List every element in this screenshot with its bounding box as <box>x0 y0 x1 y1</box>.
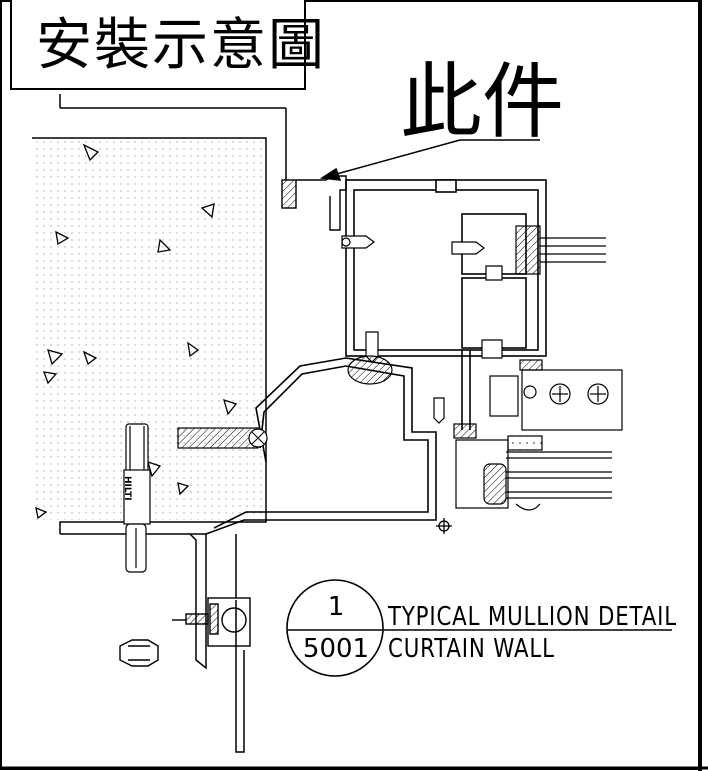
expansion-bolt <box>177 427 268 449</box>
detail-bubble <box>286 579 672 677</box>
transom <box>489 359 623 431</box>
centerline-markers <box>436 518 452 534</box>
detail-title: TYPICAL MULLION DETAIL <box>388 602 677 632</box>
concrete-slab <box>32 94 287 534</box>
lower-clip <box>172 597 251 647</box>
top-clip <box>281 175 347 231</box>
floor-edge <box>60 533 245 753</box>
sheet-number: 5001 <box>302 634 370 664</box>
callout-label: 此件 <box>400 55 565 150</box>
glass-lower <box>453 423 612 511</box>
detail-subtitle: CURTAIN WALL <box>388 634 555 664</box>
steel-bracket <box>205 357 437 535</box>
chemical-anchor <box>123 423 151 573</box>
mullion-screws <box>341 235 503 424</box>
glass-upper <box>515 225 606 275</box>
hex-nut <box>119 639 159 667</box>
detail-number: 1 <box>327 592 345 622</box>
mullion-profile <box>345 179 547 430</box>
anchor-brand-label: HILTI <box>122 476 132 501</box>
callout-leader <box>319 139 540 181</box>
aggregate-marks <box>35 143 238 520</box>
drawing-title: 安裝示意圖 <box>36 13 326 78</box>
title-box: 安裝示意圖 <box>10 0 324 90</box>
